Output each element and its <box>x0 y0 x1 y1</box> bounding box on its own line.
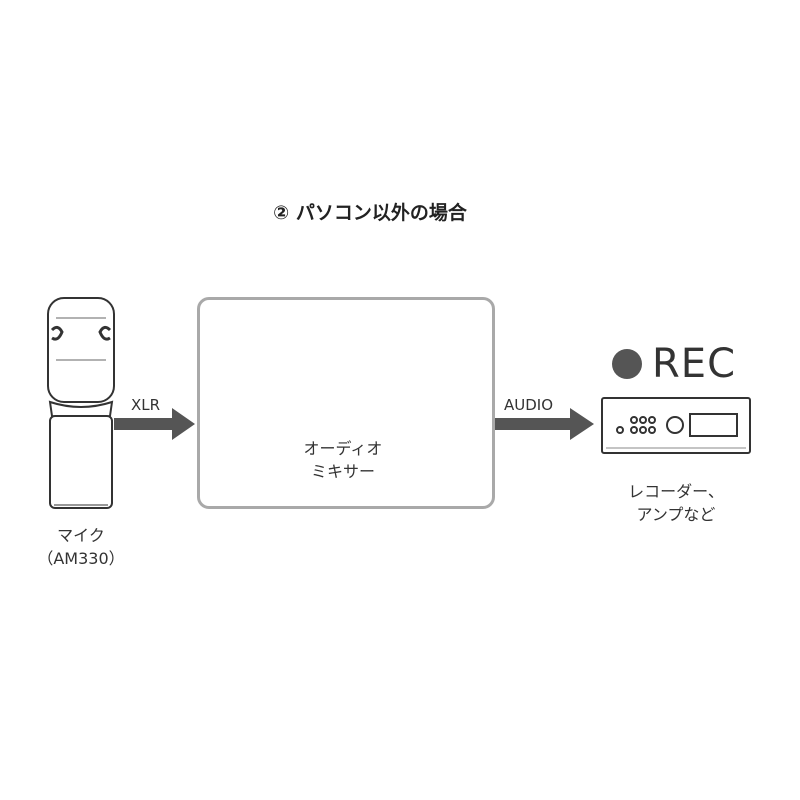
microphone-icon <box>47 297 115 509</box>
mic-label-line2: （AM330） <box>37 549 125 568</box>
page-title: ② パソコン以外の場合 <box>273 202 467 224</box>
mixer-label-line2: ミキサー <box>310 462 375 481</box>
mic-label: マイク （AM330） <box>21 524 141 570</box>
rec-indicator: REC <box>612 340 736 388</box>
arrow-xlr <box>114 408 195 440</box>
mixer-label-line1: オーディオ <box>303 439 383 458</box>
mic-label-line1: マイク <box>57 526 105 545</box>
arrow-audio <box>492 408 594 440</box>
recorder-label-line1: レコーダー、 <box>628 482 724 501</box>
xlr-label: XLR <box>131 396 161 414</box>
recorder-label-line2: アンプなど <box>636 505 716 524</box>
mixer-label: オーディオ ミキサー <box>287 437 399 483</box>
recorder-label: レコーダー、 アンプなど <box>606 480 746 526</box>
record-dot-icon <box>612 349 642 379</box>
recorder-device-icon <box>601 397 751 454</box>
mixer-container <box>197 297 495 509</box>
rec-text: REC <box>652 341 736 387</box>
audio-label: AUDIO <box>504 396 554 414</box>
